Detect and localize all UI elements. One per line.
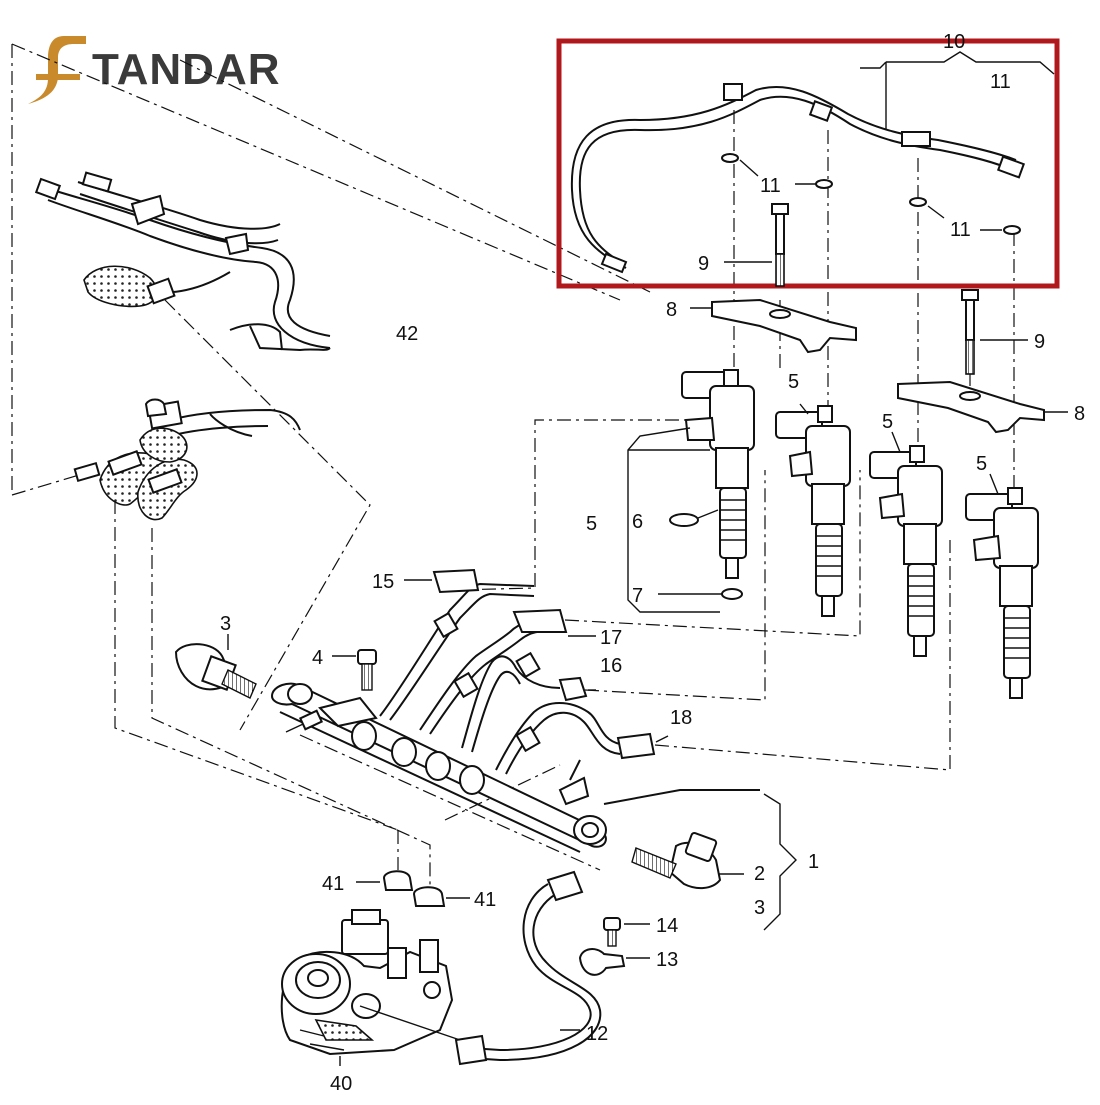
part-9-bolt-top bbox=[724, 203, 789, 287]
part-15-injector-pipe bbox=[379, 568, 535, 721]
part-18-injector-pipe bbox=[495, 702, 669, 775]
callout-6: 6 bbox=[632, 511, 643, 533]
callout-9-top: 9 bbox=[698, 253, 709, 275]
part-42-return-line-assembly bbox=[34, 171, 331, 521]
callout-40: 40 bbox=[330, 1073, 352, 1095]
part-5-injector-3 bbox=[869, 445, 943, 657]
part-14-screw bbox=[603, 917, 650, 947]
callout-8-right: 8 bbox=[1074, 403, 1085, 425]
part-1-fuel-rail bbox=[270, 682, 760, 853]
callout-5-inj3: 5 bbox=[882, 411, 893, 433]
callout-13: 13 bbox=[656, 949, 678, 971]
brand-logo: TANDAR bbox=[28, 36, 281, 104]
callout-14: 14 bbox=[656, 915, 678, 937]
part-3-pressure-sensor bbox=[174, 634, 257, 699]
injector-group-bracket bbox=[627, 403, 999, 613]
callout-8-left: 8 bbox=[666, 299, 677, 321]
part-9-bolt-right bbox=[961, 289, 1028, 375]
part-10-leak-off-line bbox=[570, 51, 1055, 274]
callout-16: 16 bbox=[600, 655, 622, 677]
part-8-clamp-right bbox=[897, 380, 1068, 434]
highlight-frame bbox=[556, 38, 1060, 289]
callout-11-a: 11 bbox=[760, 175, 781, 197]
callout-17: 17 bbox=[600, 627, 622, 649]
callout-2: 2 bbox=[754, 863, 765, 885]
callout-11-top: 11 bbox=[990, 71, 1011, 93]
part-17-injector-pipe bbox=[419, 608, 596, 735]
part-41-hose-clamps bbox=[356, 870, 470, 907]
callout-11-b: 11 bbox=[950, 219, 971, 241]
part-5-injector-2 bbox=[775, 405, 851, 617]
callout-1: 1 bbox=[808, 851, 819, 873]
logo-text: TANDAR bbox=[92, 45, 281, 94]
dash-dot-leaders bbox=[11, 43, 1015, 890]
part-5-injector-1 bbox=[681, 369, 755, 579]
callout-41-left: 41 bbox=[322, 873, 344, 895]
callout-15: 15 bbox=[372, 571, 394, 593]
callout-3-sensor: 3 bbox=[220, 613, 231, 635]
callout-42: 42 bbox=[396, 323, 418, 345]
part-40-high-pressure-pump bbox=[280, 909, 461, 1066]
callout-12: 12 bbox=[586, 1023, 608, 1045]
callout-5-inj4: 5 bbox=[976, 453, 987, 475]
callout-7: 7 bbox=[632, 585, 643, 607]
callout-labels: 10 11 11 11 11 9 8 42 9 5 8 5 5 5 5 6 7 … bbox=[220, 31, 1085, 1095]
part-8-clamp-left bbox=[690, 298, 857, 354]
callout-4: 4 bbox=[312, 647, 323, 669]
callout-3-regulator: 3 bbox=[754, 897, 765, 919]
part-16-injector-pipe bbox=[461, 651, 596, 753]
part-11-seal-washers bbox=[721, 153, 1021, 235]
callout-41-right: 41 bbox=[474, 889, 496, 911]
part-5-injector-4 bbox=[965, 487, 1039, 699]
callout-5-inj2: 5 bbox=[788, 371, 799, 393]
part-1-bracket bbox=[763, 793, 797, 931]
callout-18: 18 bbox=[670, 707, 692, 729]
part-12-high-pressure-pipe bbox=[454, 870, 602, 1066]
part-13-clip bbox=[578, 948, 650, 976]
part-2-pressure-regulator bbox=[631, 832, 744, 890]
callout-10: 10 bbox=[943, 31, 965, 53]
part-4-bolt bbox=[332, 649, 377, 691]
callout-5-group: 5 bbox=[586, 513, 597, 535]
logo-mark-icon bbox=[28, 36, 86, 104]
callout-9-right: 9 bbox=[1034, 331, 1045, 353]
part-7-seal-ring bbox=[721, 588, 743, 600]
part-6-o-ring bbox=[669, 513, 699, 527]
